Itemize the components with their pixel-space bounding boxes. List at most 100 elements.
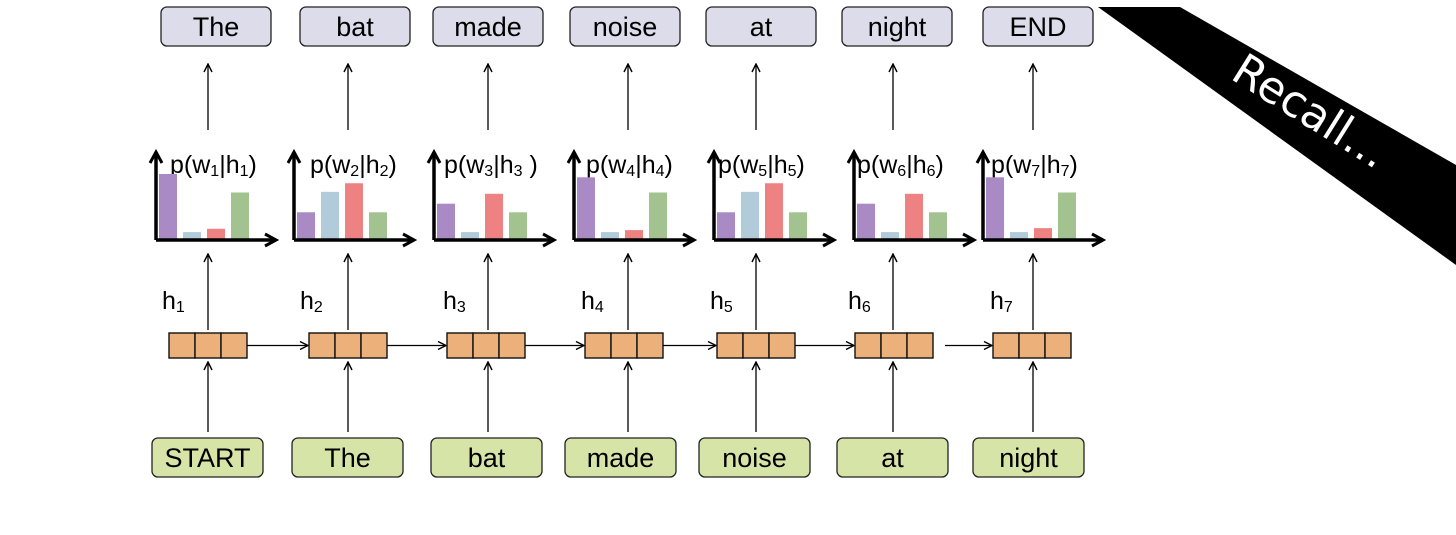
probability-label: p(w2|h2) xyxy=(310,151,397,180)
output-box-shape xyxy=(432,6,544,47)
input-word-box: bat xyxy=(430,437,543,478)
hidden-state-cell xyxy=(308,332,336,359)
distribution-bar xyxy=(577,177,595,240)
input-word-text: START xyxy=(164,443,250,473)
hidden-state-vector xyxy=(992,332,1072,359)
hidden-state-vector xyxy=(168,332,248,359)
hidden-state-vector xyxy=(446,332,526,359)
input-word-box: at xyxy=(836,437,949,478)
input-box-shape xyxy=(972,437,1085,478)
output-box-shape xyxy=(299,6,411,47)
hidden-state-cell xyxy=(472,332,500,359)
input-box-shape xyxy=(836,437,949,478)
probability-label: p(w1|h1) xyxy=(170,151,257,180)
probability-label: p(w6|h6) xyxy=(857,151,944,180)
distribution-bar xyxy=(929,212,947,240)
hidden-state-cell xyxy=(992,332,1020,359)
hidden-state-cell xyxy=(360,332,388,359)
distribution-bar xyxy=(717,212,735,240)
hidden-state-cell xyxy=(1044,332,1072,359)
input-word-text: noise xyxy=(722,443,787,473)
hidden-state-cell xyxy=(168,332,196,359)
hidden-state-cell xyxy=(498,332,526,359)
hidden-state-vector xyxy=(716,332,796,359)
input-word-text: at xyxy=(881,443,904,473)
hidden-state-label: h4 xyxy=(581,287,604,316)
output-word-box: made xyxy=(432,6,544,47)
hidden-state-cell xyxy=(334,332,362,359)
output-word-box: at xyxy=(705,6,817,47)
input-word-box: noise xyxy=(698,437,811,478)
output-word-box: night xyxy=(841,6,953,47)
output-word-text: night xyxy=(868,12,927,42)
distribution-bar xyxy=(649,192,667,240)
output-box-shape xyxy=(160,6,272,47)
distribution-bar xyxy=(881,232,899,240)
output-word-text: made xyxy=(454,12,522,42)
output-box-shape xyxy=(841,6,953,47)
input-word-text: The xyxy=(324,443,371,473)
distribution-bar xyxy=(345,183,363,240)
hidden-state-label: h2 xyxy=(300,287,323,316)
probability-label: p(w7|h7) xyxy=(991,151,1078,180)
input-box-shape xyxy=(151,437,264,478)
hidden-state-vector xyxy=(854,332,934,359)
hidden-state-label: h1 xyxy=(162,287,185,316)
output-word-text: END xyxy=(1009,12,1066,42)
distribution-bar xyxy=(159,174,177,240)
input-word-text: bat xyxy=(468,443,506,473)
output-word-layer: The bat made noise at night END xyxy=(160,6,1094,130)
hidden-state-vector xyxy=(584,332,664,359)
hidden-state-cell xyxy=(854,332,882,359)
hidden-state-cell xyxy=(768,332,796,359)
ribbon-band xyxy=(1098,7,1456,265)
distribution-bar xyxy=(601,232,619,240)
distribution-bar xyxy=(231,192,249,240)
hidden-state-cell xyxy=(610,332,638,359)
output-word-text: The xyxy=(193,12,240,42)
distribution-bar xyxy=(461,232,479,240)
hidden-state-vector xyxy=(308,332,388,359)
distribution-bar xyxy=(437,203,455,240)
output-word-box: bat xyxy=(299,6,411,47)
hidden-state-label: h3 xyxy=(443,287,466,316)
hidden-state-cell xyxy=(716,332,744,359)
hidden-state-label: h5 xyxy=(710,287,733,316)
hidden-state-cell xyxy=(636,332,664,359)
distribution-bar xyxy=(183,232,201,240)
output-word-text: bat xyxy=(336,12,374,42)
input-box-shape xyxy=(698,437,811,478)
probability-label: p(w3|h3 ) xyxy=(444,151,538,180)
distribution-bar xyxy=(741,191,759,240)
probability-label: p(w5|h5) xyxy=(718,151,805,180)
distribution-bar xyxy=(369,212,387,240)
distribution-bar xyxy=(905,193,923,240)
distribution-bar xyxy=(857,203,875,240)
input-word-text: night xyxy=(999,443,1058,473)
distribution-bar xyxy=(207,228,225,240)
hidden-state-cell xyxy=(880,332,908,359)
probability-label: p(w4|h4) xyxy=(586,151,673,180)
hidden-state-layer: h1 h2 h3 h4 h5 h6 h7 xyxy=(162,287,1072,359)
distribution-bar xyxy=(321,191,339,240)
input-box-shape xyxy=(564,437,677,478)
distribution-bar xyxy=(297,212,315,240)
output-word-text: noise xyxy=(593,12,658,42)
input-box-shape xyxy=(291,437,404,478)
distribution-bar xyxy=(789,212,807,240)
distribution-bar xyxy=(765,183,783,240)
hidden-state-cell xyxy=(220,332,248,359)
recall-ribbon: Recall... xyxy=(1098,7,1456,265)
input-word-box: START xyxy=(151,437,264,478)
output-box-shape xyxy=(705,6,817,47)
hidden-state-label: h6 xyxy=(848,287,871,316)
hidden-state-cell xyxy=(1018,332,1046,359)
output-box-shape xyxy=(982,6,1094,47)
distribution-bar xyxy=(1058,192,1076,240)
input-word-box: night xyxy=(972,437,1085,478)
distribution-bar xyxy=(1010,232,1028,240)
hidden-state-label: h7 xyxy=(990,287,1013,316)
input-word-text: made xyxy=(587,443,655,473)
input-word-box: The xyxy=(291,437,404,478)
